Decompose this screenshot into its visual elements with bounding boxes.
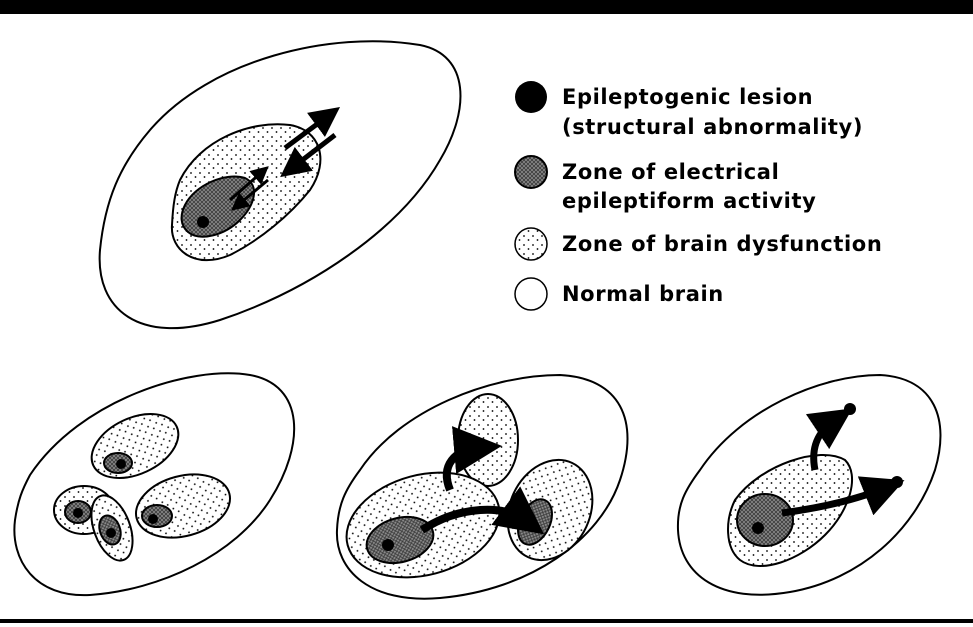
main-brain-diagram xyxy=(100,41,461,328)
legend-electrical-label-line2: epileptiform activity xyxy=(562,189,816,213)
lesion xyxy=(197,216,209,228)
legend-lesion-label-line1: Epileptogenic lesion xyxy=(562,85,813,109)
legend-dysfunction-swatch xyxy=(515,228,547,260)
legend-dysfunction-label: Zone of brain dysfunction xyxy=(562,232,882,256)
legend-normal-label: Normal brain xyxy=(562,282,724,306)
lesion xyxy=(73,508,83,518)
legend-lesion-swatch xyxy=(515,81,547,113)
distant-lesion-right xyxy=(891,476,903,488)
bottom-left-diagram xyxy=(14,373,294,595)
legend-normal-swatch xyxy=(515,278,547,310)
bottom-right-diagram xyxy=(678,375,941,595)
bottom-middle-diagram xyxy=(335,375,628,599)
legend-lesion-label-line2: (structural abnormality) xyxy=(562,115,863,139)
top-rule xyxy=(0,0,973,14)
lesion xyxy=(116,459,126,469)
legend: Epileptogenic lesion (structural abnorma… xyxy=(515,81,882,310)
electrical-zone xyxy=(737,494,793,546)
lesion xyxy=(148,514,158,524)
lesion xyxy=(382,539,394,551)
lesion xyxy=(752,522,764,534)
normal-brain-region xyxy=(14,373,294,595)
distant-lesion-top xyxy=(844,403,856,415)
legend-electrical-label-line1: Zone of electrical xyxy=(562,160,779,184)
lesion xyxy=(106,528,116,538)
dysfunction-zone xyxy=(458,394,518,486)
legend-electrical-swatch xyxy=(515,156,547,188)
bottom-rule xyxy=(0,619,973,623)
